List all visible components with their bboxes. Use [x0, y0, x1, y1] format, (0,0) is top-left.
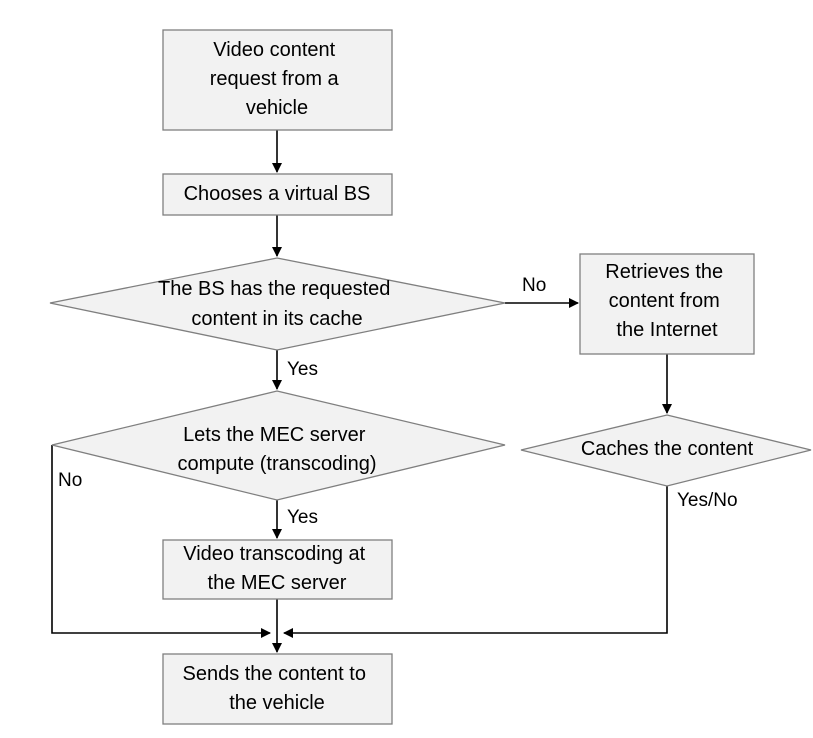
- node-retrieve-line-2: content from: [609, 290, 720, 312]
- node-cache-decision-line-1: The BS has the requested: [158, 278, 390, 300]
- edge-mec-no-to-send: [51, 445, 271, 638]
- node-video-request-line-1: Video content: [213, 39, 335, 61]
- node-cache-decision: [49, 257, 506, 351]
- label-yes-compute: Yes: [287, 507, 318, 528]
- node-video-request-line-3: vehicle: [246, 97, 308, 119]
- node-retrieve-from-internet: [579, 253, 755, 355]
- node-video-transcoding-line-1: Video transcoding at: [183, 543, 365, 565]
- edge-caches-to-send: [283, 478, 668, 638]
- node-send-content: [162, 653, 393, 725]
- node-caches-content-line-1: Caches the content: [581, 438, 754, 460]
- node-cache-decision-text: The BS has the requested content in its …: [158, 278, 396, 330]
- node-mec-compute-decision-text: Lets the MEC server compute (transcoding…: [178, 424, 377, 475]
- node-video-request-line-2: request from a: [210, 68, 340, 90]
- node-retrieve-from-internet-text: Retrieves the content from the Internet: [605, 261, 728, 341]
- label-yes-no-caches: Yes/No: [677, 490, 738, 511]
- label-no-to-retrieve: No: [522, 275, 546, 296]
- node-choose-virtual-bs-line-1: Chooses a virtual BS: [184, 183, 371, 205]
- node-video-request: [162, 29, 393, 131]
- node-video-transcoding: [162, 539, 393, 600]
- node-caches-content-text: Caches the content: [581, 438, 754, 460]
- node-send-content-line-2: the vehicle: [229, 692, 325, 714]
- node-send-content-line-1: Sends the content to: [182, 663, 365, 685]
- label-no-compute: No: [58, 470, 82, 491]
- node-video-transcoding-line-2: the MEC server: [208, 572, 347, 594]
- node-video-transcoding-text: Video transcoding at the MEC server: [183, 543, 371, 594]
- node-mec-compute-line-2: compute (transcoding): [178, 453, 377, 475]
- node-retrieve-line-3: the Internet: [616, 319, 718, 341]
- node-mec-compute-decision: [51, 390, 506, 501]
- label-yes-cache: Yes: [287, 359, 318, 380]
- node-send-content-text: Sends the content to the vehicle: [182, 663, 371, 714]
- node-choose-virtual-bs-text: Chooses a virtual BS: [184, 183, 371, 205]
- node-choose-virtual-bs: [162, 173, 393, 216]
- node-caches-content: [520, 414, 812, 487]
- node-retrieve-line-1: Retrieves the: [605, 261, 723, 283]
- node-video-request-text: Video content request from a vehicle: [210, 39, 345, 119]
- node-cache-decision-line-2: content in its cache: [191, 308, 362, 330]
- node-mec-compute-line-1: Lets the MEC server: [183, 424, 366, 446]
